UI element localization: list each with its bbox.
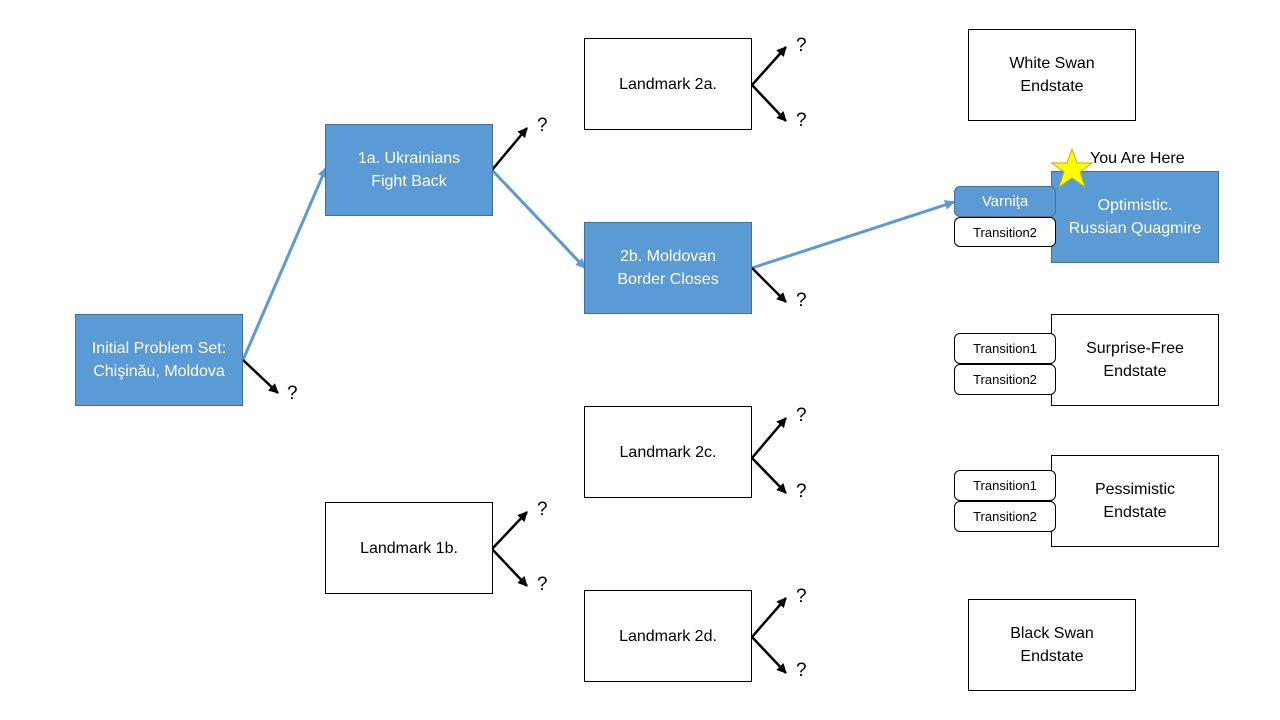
arrow-1a-to-2b [490,168,587,270]
arrow-2c-unknown-up [751,417,787,459]
endstate-white-swan[interactable]: White Swan Endstate [968,29,1136,121]
arrow-2b-to-varnita [751,200,955,270]
unknown-marker: ? [796,660,807,681]
node-landmark-1b[interactable]: Landmark 1b. [325,502,493,594]
arrow-2d-unknown-down [751,636,787,674]
arrow-2c-unknown-down [751,457,787,494]
arrow-1b-unknown-up [491,511,528,550]
unknown-marker: ? [537,574,548,595]
endstate-pessimistic[interactable]: Pessimistic Endstate [1051,455,1219,547]
arrow-initial-to-1a [241,167,328,361]
transition-varnita[interactable]: Varniţa [954,186,1056,217]
node-landmark-2a[interactable]: Landmark 2a. [584,38,752,130]
transition-2-surprise-free[interactable]: Transition2 [954,364,1056,395]
unknown-marker: ? [537,499,548,520]
transition-1-pessimistic[interactable]: Transition1 [954,470,1056,501]
arrow-1b-unknown-down [491,548,528,587]
node-landmark-2d[interactable]: Landmark 2d. [584,590,752,682]
star-icon [1050,147,1094,189]
arrow-initial-unknown [242,359,279,394]
endstate-optimistic[interactable]: Optimistic. Russian Quagmire [1051,171,1219,263]
transition-2-optimistic[interactable]: Transition2 [954,217,1056,247]
unknown-marker: ? [796,110,807,131]
you-are-here-label: You Are Here [1090,150,1185,167]
unknown-marker: ? [796,405,807,426]
unknown-marker: ? [537,115,548,136]
endstate-black-swan[interactable]: Black Swan Endstate [968,599,1136,691]
unknown-marker: ? [796,586,807,607]
unknown-marker: ? [287,383,298,404]
arrow-2b-unknown [751,267,787,303]
arrow-2a-unknown-up [751,46,787,86]
transition-2-pessimistic[interactable]: Transition2 [954,501,1056,532]
unknown-marker: ? [796,290,807,311]
arrow-2a-unknown-down [751,84,787,122]
initial-problem-set-node[interactable]: Initial Problem Set: Chişinău, Moldova [75,314,243,406]
transition-1-surprise-free[interactable]: Transition1 [954,333,1056,364]
endstate-surprise-free[interactable]: Surprise-Free Endstate [1051,314,1219,406]
arrow-1a-unknown [491,127,528,171]
node-landmark-2c[interactable]: Landmark 2c. [584,406,752,498]
node-2b-moldovan-border-closes[interactable]: 2b. Moldovan Border Closes [584,222,752,314]
unknown-marker: ? [796,481,807,502]
node-1a-ukrainians-fight-back[interactable]: 1a. Ukrainians Fight Back [325,124,493,216]
unknown-marker: ? [796,35,807,56]
arrow-2d-unknown-up [751,597,787,638]
